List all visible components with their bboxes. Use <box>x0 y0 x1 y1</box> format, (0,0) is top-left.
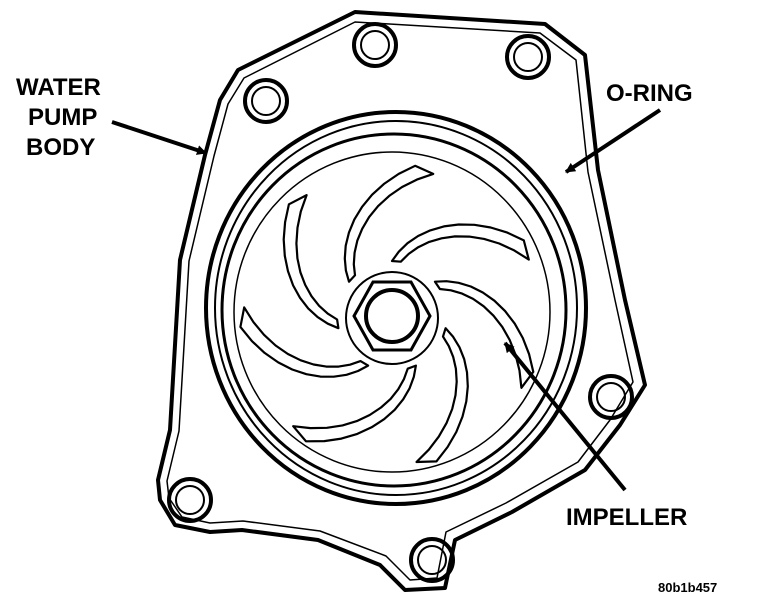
bolt-hole <box>167 477 213 523</box>
figure-id: 80b1b457 <box>658 580 718 595</box>
bolt-hole <box>505 34 551 80</box>
bolt-hole <box>409 537 455 583</box>
bolt-holes <box>167 22 634 583</box>
impeller-vane <box>239 306 370 378</box>
impeller-vane <box>282 194 340 330</box>
impeller <box>239 164 535 464</box>
o-ring-arrow <box>564 108 662 174</box>
impeller-vane <box>390 223 530 263</box>
o-ring-label: O-RING <box>606 80 693 107</box>
water-pump-body-label-line2: PUMP <box>28 104 98 131</box>
impeller-arrow <box>503 341 627 492</box>
pump-body-outline <box>156 10 647 592</box>
impeller-vane <box>433 280 535 389</box>
water-pump-body-label-line1: WATER <box>16 74 101 101</box>
bolt-hole <box>588 374 634 420</box>
impeller-vane <box>343 164 435 283</box>
impeller-vane <box>292 364 417 443</box>
impeller-vane <box>415 327 469 464</box>
water-pump-body-label-line3: BODY <box>26 134 96 161</box>
bolt-hole <box>352 22 398 68</box>
bolt-hole <box>243 78 289 124</box>
pump-body-inner-edge <box>166 21 634 581</box>
impeller-label: IMPELLER <box>566 504 688 531</box>
o-ring-groove <box>204 110 588 506</box>
impeller-hub <box>345 271 439 365</box>
water-pump-body-arrow <box>111 120 207 155</box>
